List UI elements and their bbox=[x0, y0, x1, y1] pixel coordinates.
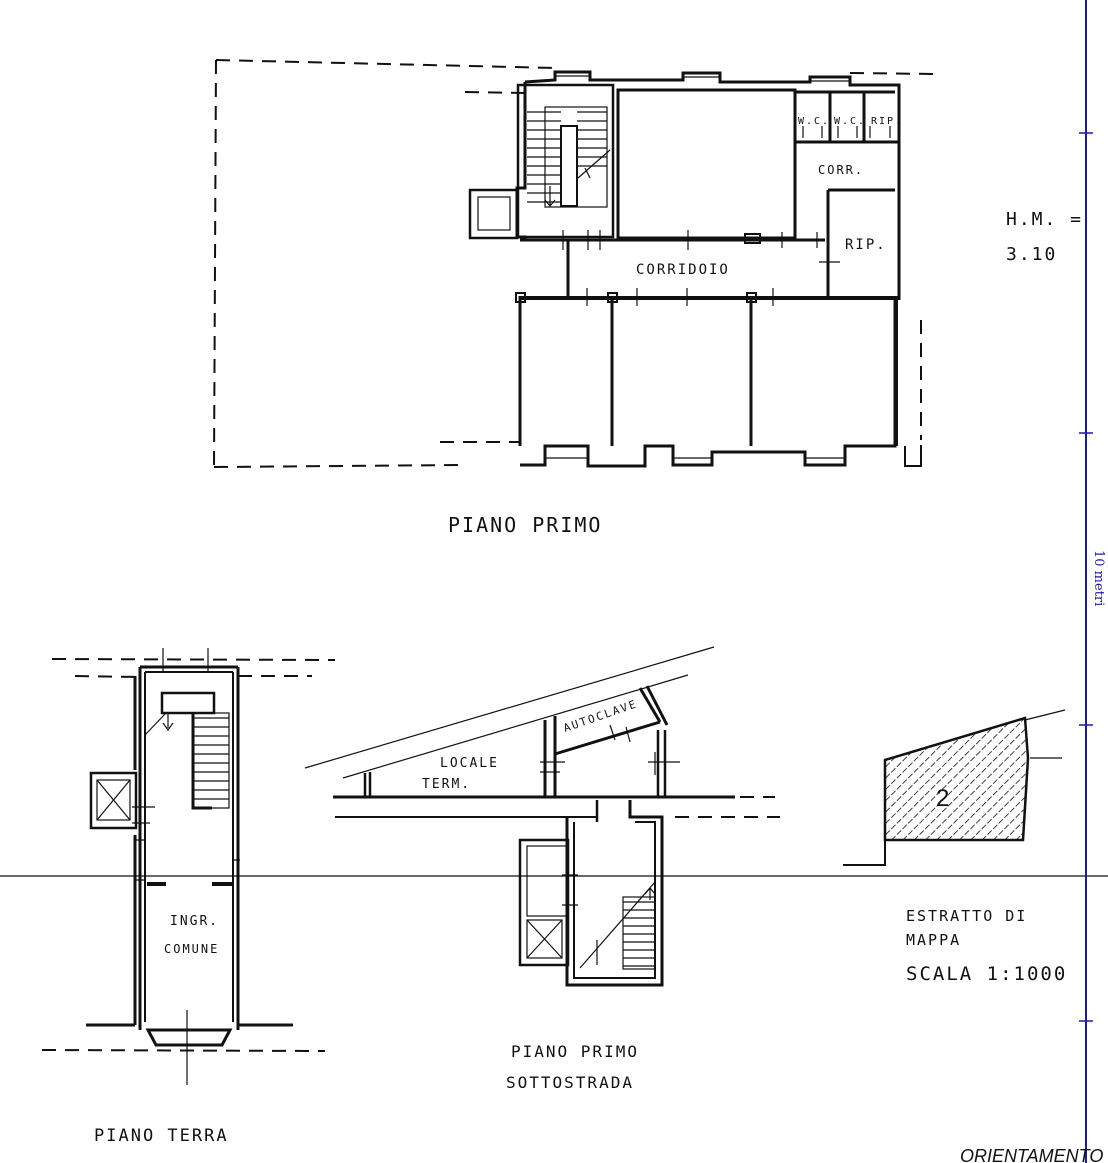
piano-sottostrada-plan: AUTOCLAVE LOCALE TERM. bbox=[304, 646, 780, 987]
parcel-number: 2 bbox=[936, 785, 949, 812]
wc1-label: W.C. bbox=[798, 116, 830, 127]
corridoio-label: CORRIDOIO bbox=[636, 262, 730, 278]
piano-primo-title: PIANO PRIMO bbox=[448, 513, 602, 537]
height-label: H.M. = bbox=[1006, 209, 1083, 230]
parcel-hatched bbox=[883, 716, 1030, 842]
piano-terra-plan: INGR. COMUNE bbox=[41, 648, 336, 1085]
estratto-line1: ESTRATTO DI bbox=[906, 907, 1027, 925]
ingr-label: INGR. bbox=[170, 914, 219, 929]
scale-bar-label: 10 metri bbox=[1091, 550, 1106, 606]
orientamento-label: ORIENTAMENTO bbox=[960, 1146, 1103, 1163]
autoclave-label: AUTOCLAVE bbox=[562, 697, 640, 735]
sottostrada-title-2: SOTTOSTRADA bbox=[506, 1073, 634, 1092]
corr-label: CORR. bbox=[818, 163, 864, 177]
sottostrada-title-1: PIANO PRIMO bbox=[511, 1042, 639, 1061]
estratto-scale: SCALA 1:1000 bbox=[906, 963, 1067, 985]
estratto-line2: MAPPA bbox=[906, 931, 961, 949]
wc2-label: W.C. bbox=[834, 116, 866, 127]
scale-bar: 10 metri bbox=[1079, 0, 1106, 1163]
comune-label: COMUNE bbox=[164, 942, 219, 956]
map-extract: 2 bbox=[843, 709, 1066, 866]
rip-right-label: RIP. bbox=[845, 237, 887, 253]
piano-terra-title: PIANO TERRA bbox=[94, 1126, 229, 1146]
term-label: TERM. bbox=[422, 777, 471, 792]
piano-primo-plan: CORRIDOIO W.C. W.C. RIP. CORR. RIP. bbox=[213, 59, 936, 468]
height-value: 3.10 bbox=[1006, 244, 1057, 265]
rip-top-label: RIP. bbox=[871, 116, 903, 127]
locale-label: LOCALE bbox=[440, 756, 499, 771]
